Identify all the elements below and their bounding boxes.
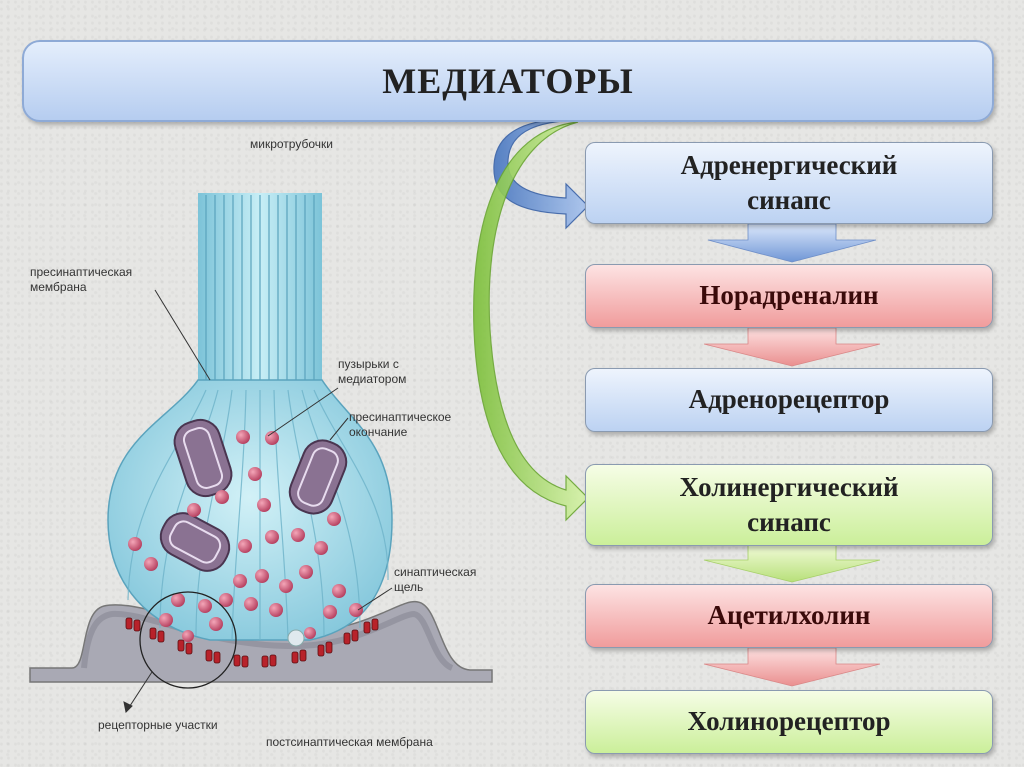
green-curved-arrow bbox=[473, 121, 589, 522]
down-arrow-3 bbox=[703, 544, 881, 583]
label-receptor-sites: рецепторные участки bbox=[98, 718, 218, 732]
cholinoreceptor-box: Холинорецептор bbox=[585, 690, 993, 754]
label-synaptic-cleft: синаптическая щель bbox=[394, 565, 477, 594]
label-microtubules: микротрубочки bbox=[250, 137, 333, 151]
label-vesicles: пузырьки с медиатором bbox=[338, 357, 407, 386]
label-postsynaptic-membrane: постсинаптическая мембрана bbox=[266, 735, 433, 749]
down-arrow-1 bbox=[707, 223, 877, 263]
adrenergic-synapse-box: Адренергический синапс bbox=[585, 142, 993, 224]
label-presynaptic-ending: пресинаптическое окончание bbox=[349, 410, 452, 439]
receptor-sites bbox=[125, 617, 379, 668]
noradrenaline-box: Норадреналин bbox=[585, 264, 993, 328]
label-presynaptic-membrane: пресинаптическая мембрана bbox=[30, 265, 133, 294]
down-arrow-2 bbox=[703, 327, 881, 367]
title-bar: МЕДИАТОРЫ bbox=[22, 40, 994, 122]
down-arrow-4 bbox=[703, 647, 881, 687]
acetylcholine-box: Ацетилхолин bbox=[585, 584, 993, 648]
blue-curved-arrow bbox=[493, 118, 589, 230]
vesicles bbox=[128, 430, 363, 642]
adrenoreceptor-box: Адренорецептор bbox=[585, 368, 993, 432]
page-title: МЕДИАТОРЫ bbox=[382, 61, 634, 101]
cholinergic-synapse-box: Холинергический синапс bbox=[585, 464, 993, 546]
mitochondria bbox=[159, 418, 348, 572]
receptor-zoom-circle bbox=[139, 591, 237, 689]
